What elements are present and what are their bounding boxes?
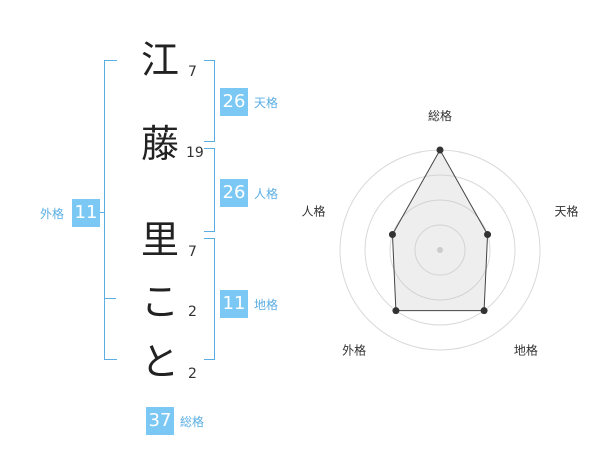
soukaku-label: 総格 [180,415,205,429]
tenkaku-bracket [204,60,215,142]
radar-area [391,148,489,312]
radar-point-1 [484,231,492,239]
gaikaku-bracket [104,60,117,360]
radar-axis-label-2: 地格 [514,343,538,358]
radar-point-0 [436,146,444,154]
jinkaku-bracket [204,148,215,232]
name-char-2: 藤 [140,122,179,166]
gaikaku-label: 外格 [40,207,65,221]
chikaku-score: 11 [220,290,248,318]
radar-axis-label-3: 外格 [342,343,366,358]
name-char-3: 里 [140,218,179,262]
tenkaku-label: 天格 [254,96,279,110]
chikaku-bracket [204,238,215,360]
tenkaku-score: 26 [220,88,248,116]
chikaku-label: 地格 [254,298,279,312]
stroke-count-5: 2 [188,366,197,382]
radar-axis-label-1: 天格 [555,203,579,218]
radar-ring [389,199,491,301]
radar-axis-label-4: 人格 [301,203,325,218]
radar-point-4 [388,231,396,239]
soukaku-score: 37 [146,407,174,435]
radar-point-2 [480,307,488,315]
stroke-count-1: 7 [188,64,197,80]
stroke-count-2: 19 [186,145,204,161]
gaikaku-bracket-tick [104,298,116,299]
stroke-count-4: 2 [188,304,197,320]
name-char-1: 江 [140,38,179,82]
radar-center-dot [437,247,443,253]
radar-axis-label-0: 総格 [428,110,452,123]
radar-ring [364,174,516,326]
radar-ring [414,224,466,276]
gaikaku-connector [100,212,105,213]
radar-point-3 [392,307,400,315]
jinkaku-score: 26 [220,179,248,207]
name-char-5: と [140,340,179,384]
stroke-count-3: 7 [188,244,197,260]
name-char-4: こ [140,280,179,324]
jinkaku-label: 人格 [254,187,279,201]
gaikaku-score: 11 [72,199,100,227]
